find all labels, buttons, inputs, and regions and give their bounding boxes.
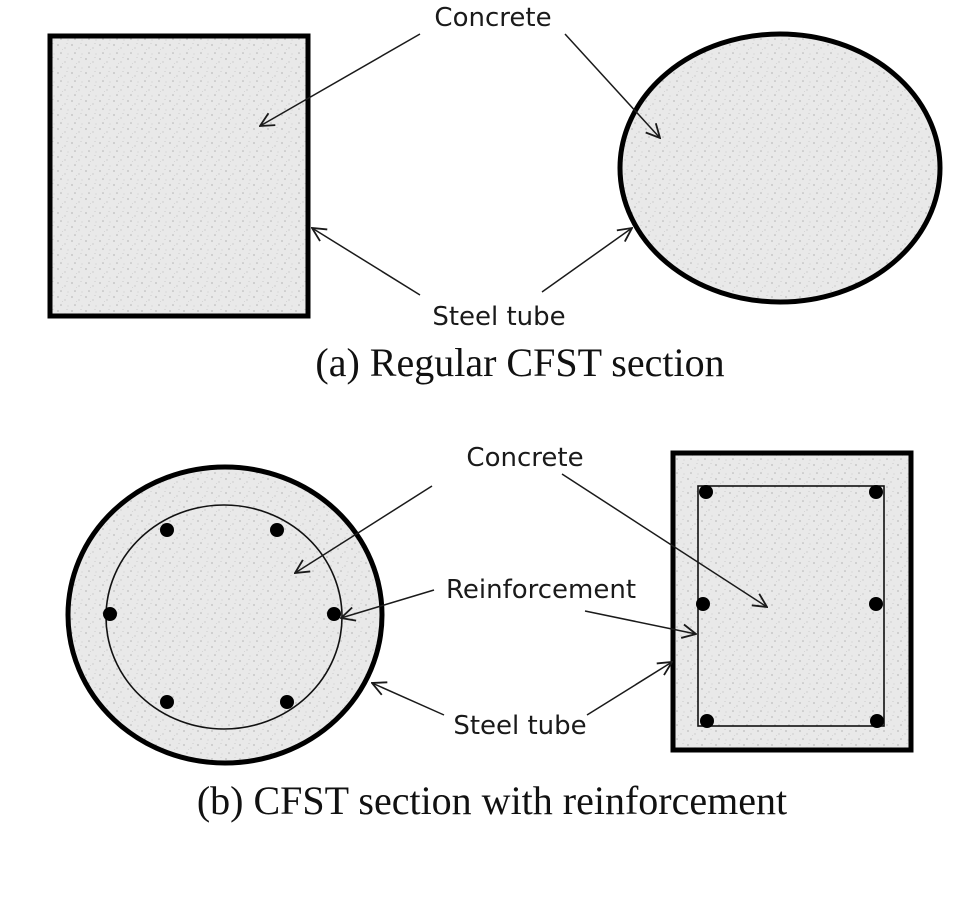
steel-label-b: Steel tube [453, 711, 586, 741]
rebar-dot [870, 714, 884, 728]
concrete-arrow-b-right [561, 473, 767, 607]
reinforcement-label: Reinforcement [446, 575, 636, 605]
rebar-dot [869, 597, 883, 611]
rebar-dot [699, 485, 713, 499]
reinforcement-arrow-right [584, 610, 696, 634]
circular-reinforced-section [65, 464, 385, 766]
circular-section [617, 31, 943, 305]
panel-a: Concrete Steel tube (a) Regular CFST sec… [47, 3, 943, 385]
rebar-dot [103, 607, 117, 621]
concrete-label-b: Concrete [466, 443, 583, 473]
rebar-dot [869, 485, 883, 499]
reinforcement-arrow-left [341, 589, 435, 618]
steel-arrow-a-right [541, 228, 632, 293]
square-section [47, 33, 311, 319]
concrete-arrow-a-left [260, 33, 421, 126]
rebar-dot [280, 695, 294, 709]
rebar-dot [160, 695, 174, 709]
rebar-dot [327, 607, 341, 621]
caption-b: (b) CFST section with reinforcement [197, 778, 787, 823]
rebar-dot [160, 523, 174, 537]
caption-a: (a) Regular CFST section [315, 340, 724, 385]
steel-arrow-a-left [312, 228, 421, 296]
panel-b: Concrete Reinforcement Steel tube (b) CF… [65, 443, 914, 823]
steel-arrow-b-right [586, 662, 672, 716]
steel-arrow-b-left [372, 683, 445, 716]
concrete-arrow-a-right [564, 33, 660, 138]
concrete-label-a: Concrete [434, 3, 551, 33]
concrete-arrow-b-left [295, 485, 433, 573]
rebar-dot [700, 714, 714, 728]
rebar-dot [270, 523, 284, 537]
rebar-dot [696, 597, 710, 611]
steel-label-a: Steel tube [432, 302, 565, 332]
